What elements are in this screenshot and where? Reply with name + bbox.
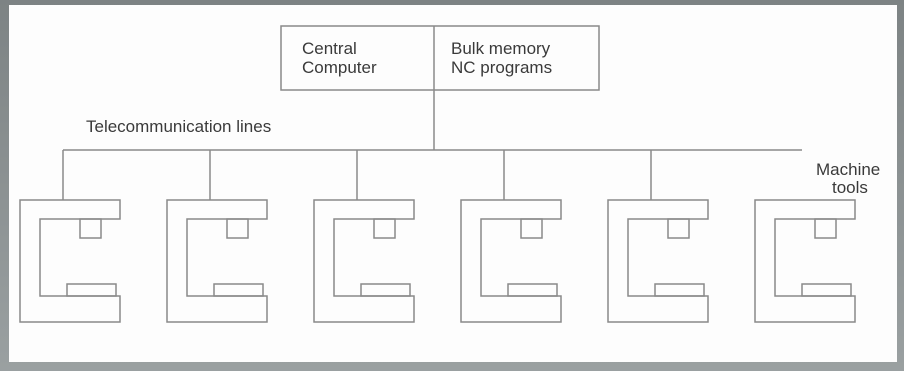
telecommunication-label: Telecommunication lines	[86, 117, 272, 136]
machine-frame	[313, 199, 415, 323]
machine-spindle	[373, 218, 396, 239]
diagram-panel	[9, 5, 897, 362]
machine-tool	[460, 150, 562, 323]
machine-table	[654, 283, 705, 297]
machine-frame	[19, 199, 121, 323]
machine-tool	[19, 150, 121, 323]
machine-table	[507, 283, 558, 297]
bulk-memory-label-line2: NC programs	[451, 58, 553, 77]
machine-table	[360, 283, 411, 297]
machine-spindle	[79, 218, 102, 239]
machine-spindle	[520, 218, 543, 239]
machine-tool	[754, 199, 856, 323]
machine-table	[66, 283, 117, 297]
machine-table	[801, 283, 852, 297]
machine-frame	[607, 199, 709, 323]
machine-frame	[754, 199, 856, 323]
central-computer-box	[280, 25, 600, 91]
machine-table	[213, 283, 264, 297]
machine-tool	[313, 150, 415, 323]
central-label-line1: Central	[302, 39, 357, 58]
machine-tool	[166, 150, 268, 323]
bulk-memory-label-line1: Bulk memory	[451, 39, 551, 58]
machine-tool	[607, 150, 709, 323]
machine-frame	[166, 199, 268, 323]
central-label-line2: Computer	[302, 58, 377, 77]
machine-tools-label-line2: tools	[832, 178, 868, 197]
machine-frame	[460, 199, 562, 323]
machine-spindle	[226, 218, 249, 239]
machine-tools-label-line1: Machine	[816, 160, 881, 179]
machine-spindle	[667, 218, 690, 239]
machine-spindle	[814, 218, 837, 239]
